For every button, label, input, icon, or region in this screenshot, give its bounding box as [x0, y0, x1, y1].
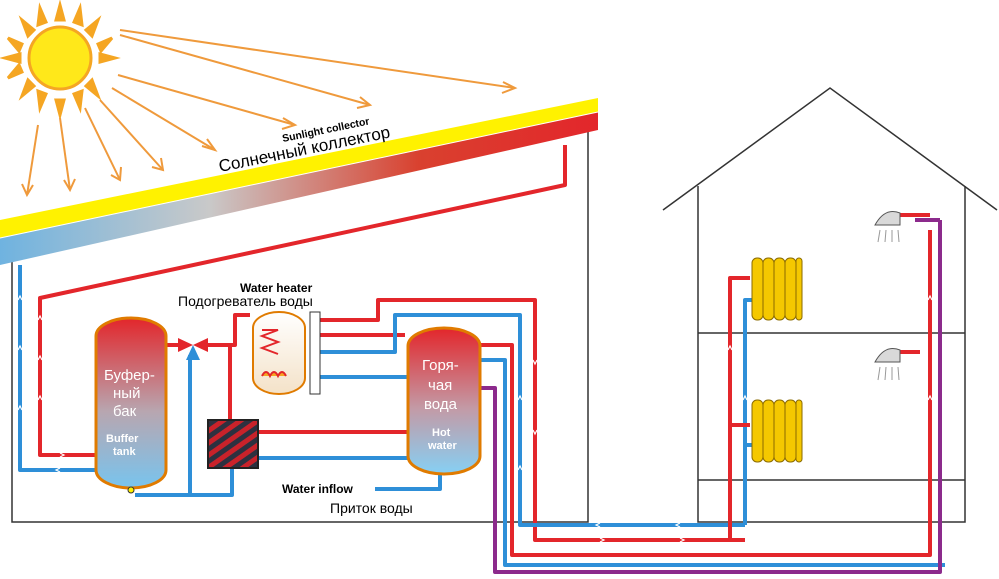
house-outline: [662, 87, 998, 523]
inflow-label-ru: Приток воды: [330, 500, 413, 516]
buffer-tank: [94, 316, 168, 494]
mixing-valve-icon: [178, 338, 208, 360]
hot-ru-1: Горя-: [422, 357, 459, 374]
sun-rays: [21, 29, 518, 198]
hot-en-2: water: [427, 440, 457, 452]
sun-icon: [0, 0, 121, 121]
radiator-icon: [751, 399, 803, 463]
hot-ru-2: чая: [428, 377, 452, 394]
solar-building-outline: [11, 120, 589, 523]
radiator-icon: [751, 257, 803, 321]
heater-label-ru: Подогреватель воды: [178, 293, 313, 309]
buffer-en-1: Buffer: [106, 433, 139, 445]
hot-ru-3: вода: [424, 396, 458, 413]
heater-label-en: Water heater: [240, 281, 313, 295]
inflow-label-en: Water inflow: [282, 482, 354, 496]
heat-exchanger-icon: [207, 419, 259, 469]
hot-water-tank: [406, 326, 482, 476]
buffer-ru-2: ный: [113, 385, 140, 402]
buffer-en-2: tank: [113, 446, 137, 458]
buffer-ru-1: Буфер-: [104, 367, 155, 384]
solar-collector: [0, 98, 599, 265]
shower-icon: [874, 348, 901, 381]
shower-icon: [874, 211, 901, 243]
water-heater-icon: [252, 311, 321, 395]
buffer-ru-3: бак: [113, 403, 137, 420]
hot-en-1: Hot: [432, 427, 451, 439]
flow-arrows: [17, 294, 933, 543]
